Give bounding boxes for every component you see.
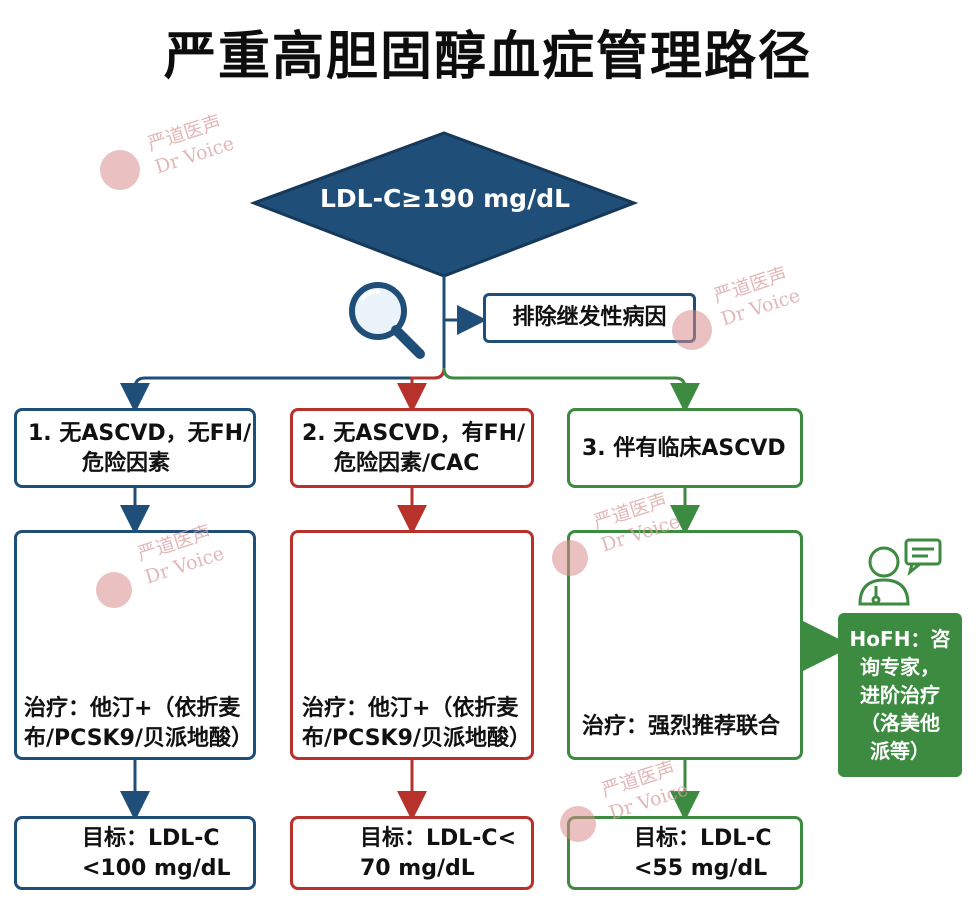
- condition-3-line-1: 3. 伴有临床ASCVD: [582, 436, 786, 461]
- goal-3-line-1: 目标：LDL-C: [634, 826, 772, 851]
- treatment-2-line-1: 治疗：他汀+（依折麦: [302, 696, 519, 721]
- treatment-3-line-1: 治疗：强烈推荐联合: [582, 714, 781, 739]
- condition-1-line-1: 1. 无ASCVD，无FH/: [28, 421, 252, 446]
- watermark-dot: [100, 150, 140, 190]
- doctor-consult-icon: [858, 538, 942, 606]
- hofh-line-5: 派等）: [870, 739, 930, 763]
- goal-3-line-2: <55 mg/dL: [634, 856, 768, 881]
- treatment-box-1: [14, 530, 256, 760]
- hofh-line-3: 进阶治疗: [860, 683, 940, 707]
- condition-2-line-1: 2. 无ASCVD，有FH/: [302, 421, 526, 446]
- treatment-2-line-2: 布/PCSK9/贝派地酸）: [302, 726, 531, 751]
- exclude-secondary-causes: 排除继发性病因: [483, 293, 696, 343]
- watermark-dot: [552, 540, 588, 576]
- treatment-1-line-2: 布/PCSK9/贝派地酸）: [24, 726, 253, 751]
- goal-2-line-2: 70 mg/dL: [360, 856, 475, 881]
- hofh-referral-box: HoFH：咨 询专家， 进阶治疗 （洛美他 派等）: [838, 613, 962, 777]
- watermark-dot: [96, 572, 132, 608]
- condition-box-3: [567, 408, 803, 488]
- watermark-dot: [672, 310, 712, 350]
- watermark-dot: [560, 806, 596, 842]
- condition-box-1: [14, 408, 256, 488]
- goal-box-2: [290, 816, 534, 890]
- goal-1-line-1: 目标：LDL-C: [82, 826, 220, 851]
- goal-1-line-2: <100 mg/dL: [82, 856, 231, 881]
- hofh-line-2: 询专家，: [860, 655, 940, 679]
- condition-1-line-2: 危险因素: [82, 451, 171, 476]
- hofh-line-4: （洛美他: [860, 711, 940, 735]
- hofh-line-1: HoFH：咨: [849, 627, 951, 651]
- treatment-1-line-1: 治疗：他汀+（依折麦: [24, 696, 241, 721]
- goal-2-line-1: 目标：LDL-C<: [360, 826, 517, 851]
- condition-box-2: [290, 408, 534, 488]
- goal-box-1: [14, 816, 256, 890]
- treatment-box-2: [290, 530, 534, 760]
- goal-box-3: [567, 816, 803, 890]
- page-title: 严重高胆固醇血症管理路径: [163, 27, 812, 87]
- magnifier-icon: [349, 282, 425, 359]
- condition-2-line-2: 危险因素/CAC: [334, 451, 480, 476]
- treatment-box-3: [567, 530, 803, 760]
- start-condition: LDL-C≥190 mg/dL: [319, 184, 571, 213]
